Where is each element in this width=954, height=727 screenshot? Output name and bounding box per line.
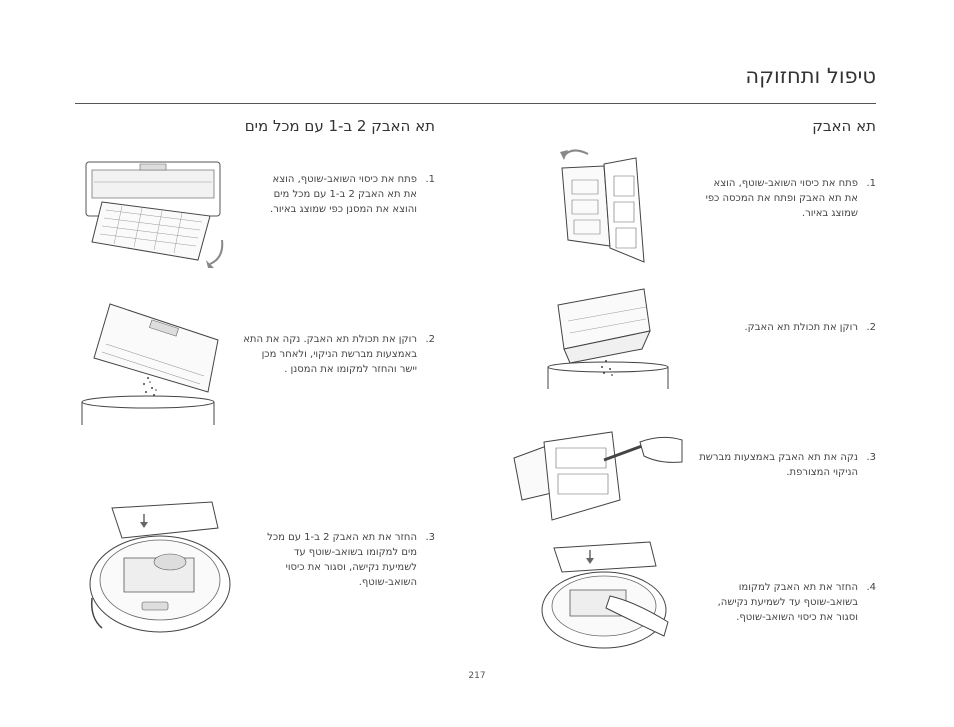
step-2in1-1: 1. פתח את כיסוי השואב-שוטף, הוצא את תא ה… — [245, 172, 435, 217]
step-text-line: השואב-שוטף. — [358, 577, 417, 588]
step-text-line: החזר את תא האבק 2 ב-1 עם מכל — [267, 532, 417, 543]
step-2in1-2: 2. רוקן את תכולת תא האבק. נקה את התא באמ… — [243, 332, 435, 377]
step-dust-bin-4: 4. החזר את תא האבק למקומו בשואב-שוטף עד … — [696, 580, 876, 625]
step-dust-bin-2: 2. רוקן את תכולת תא האבק. — [696, 320, 876, 335]
step-text-line: בשואב-שוטף עד לשמיעת נקישה, — [717, 597, 858, 608]
step-dust-bin-3: 3. נקה את תא האבק באמצעות מברשת הניקוי ה… — [696, 450, 876, 480]
step-number: 3. — [425, 532, 435, 543]
illustration-brush-dust-bin — [512, 428, 684, 524]
step-2in1-3: 3. החזר את תא האבק 2 ב-1 עם מכל מים למקו… — [245, 530, 435, 590]
header-divider — [75, 103, 876, 104]
step-number: 1. — [425, 174, 435, 185]
step-text-line: את תא האבק 2 ב-1 עם מכל מים — [273, 189, 417, 200]
illustration-remove-2in1-bin — [82, 158, 232, 268]
illustration-empty-2in1-bin — [80, 300, 220, 425]
step-text-line: נקה את תא האבק באמצעות מברשת — [699, 452, 858, 463]
step-text-line: פתח את כיסוי השואב-שוטף, הוצא — [272, 174, 417, 185]
step-text-line: באמצעות מברשת הניקוי, ולאחר מכן — [261, 349, 417, 360]
step-number: 2. — [425, 334, 435, 345]
step-text-line: לשמיעת נקישה, וסגור את כיסוי — [285, 562, 417, 573]
page-number: 217 — [468, 671, 486, 681]
step-text-line: החזר את תא האבק למקומו — [738, 582, 858, 593]
step-text-line: את תא האבק ופתח את המכסה כפי — [705, 193, 858, 204]
page-title: טיפול ותחזוקה — [745, 64, 876, 88]
step-number: 4. — [866, 582, 876, 593]
step-text-line: והוצא את המסנן כפי שמוצג באיור. — [270, 204, 417, 215]
step-text-line: הניקוי המצורפת. — [786, 467, 858, 478]
illustration-empty-dust-bin — [546, 285, 672, 389]
step-dust-bin-1: 1. פתח את כיסוי השואב-שוטף, הוצא את תא ה… — [696, 176, 876, 221]
step-text-line: מים למקומו בשואב-שוטף עד — [293, 547, 417, 558]
section-title-dust-bin: תא האבק — [812, 117, 876, 135]
step-text-line: רוקן את תכולת תא האבק. — [744, 322, 858, 333]
step-number: 2. — [866, 322, 876, 333]
illustration-reinstall-2in1-bin — [82, 498, 232, 640]
step-number: 3. — [866, 452, 876, 463]
step-text-line: וסגור את כיסוי השואב-שוטף. — [736, 612, 858, 623]
step-text-line: רוקן את תכולת תא האבק. נקה את התא — [243, 334, 417, 345]
section-title-2in1-dust-bin: תא האבק 2 ב-1 עם מכל מים — [244, 117, 435, 135]
illustration-open-dust-bin — [560, 140, 660, 268]
step-text-line: פתח את כיסוי השואב-שוטף, הוצא — [713, 178, 858, 189]
step-text-line: יישר והחזר למקומו את המסנן . — [284, 364, 417, 375]
step-text-line: שמוצג באיור. — [801, 208, 858, 219]
step-number: 1. — [866, 178, 876, 189]
illustration-reinstall-dust-bin — [540, 540, 672, 650]
